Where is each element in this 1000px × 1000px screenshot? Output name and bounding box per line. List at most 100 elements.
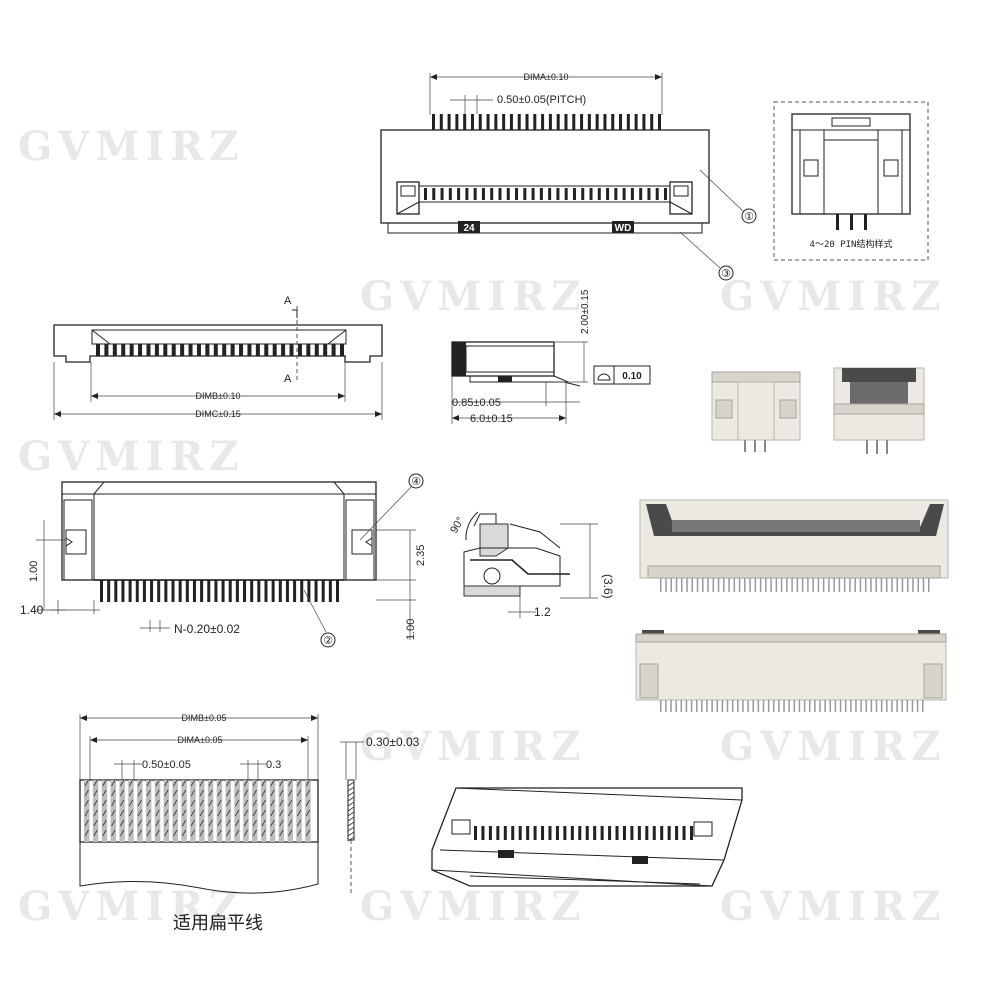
top-pin	[447, 114, 451, 130]
callout-2: ②	[323, 635, 333, 647]
hatch-line	[235, 799, 240, 807]
hatch-line	[199, 829, 204, 837]
front-pin	[205, 344, 210, 356]
front-pin	[146, 344, 151, 356]
photo-pin	[767, 700, 770, 712]
photo-pin	[839, 700, 842, 712]
top-pin	[455, 114, 459, 130]
hatch-line	[243, 809, 249, 817]
photo-pin	[733, 578, 736, 592]
top-view: DIMA±0.10 0.50±0.05(PITCH) 24 WD ① ③	[380, 72, 757, 281]
hatch-line	[208, 809, 213, 817]
photo-pin	[870, 578, 872, 592]
iso-contact	[675, 826, 679, 840]
small-pin-inset: 4～20 PIN结构样式	[773, 101, 929, 261]
hatch-line	[270, 799, 275, 807]
watermark-text: GVMIRZ	[360, 883, 587, 930]
photo-pin	[850, 700, 852, 712]
photo-pin	[726, 700, 729, 712]
hatch-line	[243, 829, 249, 837]
top-contact	[424, 188, 427, 200]
bottom-pin	[228, 580, 232, 602]
photo-pin	[829, 700, 832, 712]
photo-pin	[824, 700, 826, 712]
hatch-line	[146, 799, 151, 807]
photo-pin	[717, 578, 720, 592]
top-contact	[597, 188, 601, 200]
photo-pin	[728, 578, 730, 592]
photo-pin	[807, 578, 809, 592]
hatch-line	[128, 789, 134, 797]
cable-conductor	[154, 780, 161, 842]
top-pin	[587, 114, 591, 130]
hatch-line	[235, 809, 240, 817]
hatch-line	[128, 819, 134, 827]
hatch-line	[296, 789, 302, 797]
cable-dim-a: DIMA±0.05	[178, 735, 223, 745]
hatch-line	[102, 819, 107, 827]
top-pin	[502, 114, 506, 130]
top-contact	[515, 188, 519, 200]
bottom-pin	[128, 580, 132, 602]
hatch-line	[235, 829, 240, 837]
photo-pin	[808, 700, 811, 712]
iso-contact	[570, 826, 574, 840]
hatch-line	[190, 789, 195, 797]
photo-pin	[788, 700, 790, 712]
hatch-line	[347, 836, 355, 842]
iso-contact	[503, 826, 507, 840]
front-pin	[306, 344, 311, 356]
hatch-line	[102, 789, 107, 797]
hatch-line	[181, 799, 187, 807]
hatch-line	[137, 809, 142, 817]
hatch-line	[296, 819, 302, 827]
photo-pin	[712, 578, 715, 592]
top-contact	[506, 188, 510, 200]
front-pin	[129, 344, 134, 356]
hatch-line	[146, 779, 151, 787]
hatch-line	[93, 779, 98, 787]
dim-b-label: DIMB±0.10	[196, 391, 241, 401]
top-contact	[531, 188, 535, 200]
hatch-line	[146, 809, 151, 817]
hatch-line	[190, 819, 195, 827]
front-pin	[171, 344, 176, 356]
section-mark-top: A	[284, 295, 292, 307]
photo-pin	[778, 700, 780, 712]
photo-pin	[701, 700, 703, 712]
hatch-line	[208, 789, 213, 797]
photo-large-open	[639, 499, 949, 592]
photo-large-closed	[635, 630, 947, 712]
bottom-pin-row	[100, 580, 339, 602]
photo-pin	[754, 578, 757, 592]
hatch-line	[120, 799, 125, 807]
front-pin	[255, 344, 260, 356]
photo-pin	[885, 578, 888, 592]
hatch-line	[226, 789, 231, 797]
cable-conductor	[278, 780, 285, 842]
top-contact	[581, 188, 585, 200]
top-pin	[548, 114, 552, 130]
cable-conductor	[84, 780, 90, 842]
photo-pin	[696, 578, 699, 592]
front-pin	[96, 344, 100, 356]
hatch-line	[199, 799, 204, 807]
photo-pin	[670, 578, 673, 592]
iso-contact	[615, 826, 619, 840]
hatch-line	[270, 819, 275, 827]
hatch-line	[217, 809, 222, 817]
bottom-pin	[192, 580, 196, 602]
bottom-pin	[250, 580, 254, 602]
hatch-line	[190, 779, 195, 787]
hatch-line	[164, 789, 169, 797]
photo-pin	[880, 578, 883, 592]
hatch-line	[347, 801, 355, 807]
hatch-line	[155, 809, 160, 817]
bottom-view: 1.00 1.40 2.35 1.00 N-0.20±0.02 ④ ②	[20, 473, 427, 648]
hatch-line	[279, 789, 284, 797]
hatch-line	[93, 819, 98, 827]
hatch-line	[217, 779, 222, 787]
iso-contact	[526, 826, 530, 840]
photo-pin	[775, 578, 778, 592]
hatch-line	[226, 809, 231, 817]
